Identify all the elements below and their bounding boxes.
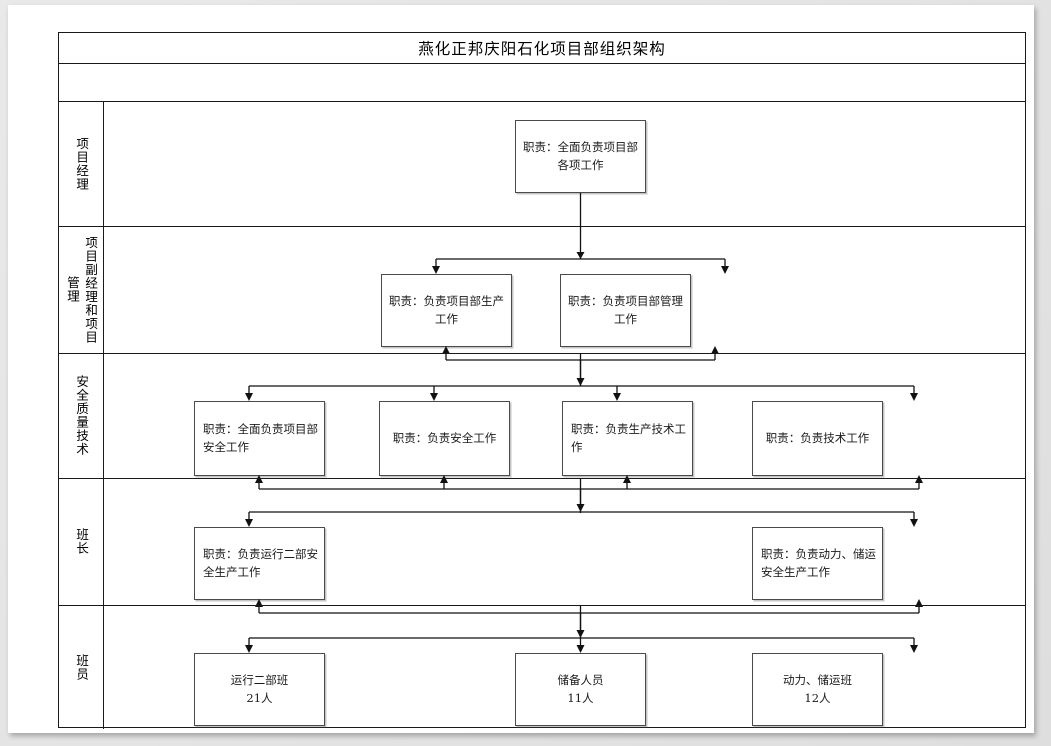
node-power-storage-shift[interactable]: 动力、储运班 12人 — [752, 653, 883, 726]
row-label-project-manager: 项目经理 — [59, 101, 103, 226]
row-label-safety-quality-tech: 安全质量技术 — [59, 353, 103, 478]
label-column-divider — [103, 101, 104, 729]
spacer-row — [59, 63, 1025, 101]
node-tech-duty[interactable]: 职责：负责技术工作 — [752, 401, 883, 476]
org-chart-table: 燕化正邦庆阳石化项目部组织架构 项目经理 职责：全面负责项目部 各项工作 — [58, 32, 1026, 729]
divider-row1 — [59, 226, 1025, 227]
node-text: 职责：负责动力、储运 安全生产工作 — [761, 547, 876, 579]
divider-spacer — [59, 101, 1025, 102]
node-text: 职责：负责生产技术工 作 — [571, 422, 686, 454]
row-label-text: 安全质量技术 — [74, 375, 90, 456]
row-shift-leader: 班长 职责：负责运行二部安 全生产工作 — [59, 478, 1025, 638]
node-text: 职责：负责安全工作 — [392, 430, 497, 445]
node-shift-leader-power-storage-duty[interactable]: 职责：负责动力、储运 安全生产工作 — [752, 527, 883, 600]
node-text: 职责：负责技术工作 — [765, 430, 870, 445]
node-text: 职责：全面负责项目部 各项工作 — [523, 140, 638, 172]
divider-title — [59, 63, 1025, 64]
node-project-manager-duty[interactable]: 职责：全面负责项目部 各项工作 — [515, 120, 646, 193]
row-label-text: 班员 — [74, 653, 90, 681]
divider-row3 — [59, 478, 1025, 479]
divider-row2 — [59, 353, 1025, 354]
node-reserve-personnel[interactable]: 储备人员 11人 — [515, 653, 646, 726]
row-label-text: 项目副经理和项目 管理 — [65, 235, 99, 344]
node-shift-leader-unit2-duty[interactable]: 职责：负责运行二部安 全生产工作 — [194, 527, 325, 600]
node-deputy-management-duty[interactable]: 职责：负责项目部管理 工作 — [560, 274, 691, 347]
row-safety-quality-tech: 安全质量技术 — [59, 353, 1025, 513]
row-label-text: 项目经理 — [74, 136, 90, 191]
row-body-shift-leader: 职责：负责运行二部安 全生产工作 职责：负责动力、储运 安全生产工作 — [103, 478, 1025, 638]
node-text: 运行二部班 21人 — [230, 673, 289, 705]
node-production-tech-duty[interactable]: 职责：负责生产技术工 作 — [562, 401, 693, 476]
row-shift-member: 班员 运行二部班 21人 — [59, 605, 1025, 729]
node-text: 职责：负责项目部管理 工作 — [568, 294, 683, 326]
node-text: 职责：负责项目部生产 工作 — [389, 294, 504, 326]
row-deputy-manager: 项目副经理和项目 管理 职责：负责项目部生产 — [59, 226, 1025, 386]
node-text: 储备人员 11人 — [557, 673, 604, 705]
page-title: 燕化正邦庆阳石化项目部组织架构 — [418, 40, 666, 58]
row-body-shift-member: 运行二部班 21人 储备人员 11人 动力、储运班 12人 — [103, 605, 1025, 729]
node-safety-duty[interactable]: 职责：负责安全工作 — [379, 401, 510, 476]
row-body-safety-quality-tech: 职责：全面负责项目部 安全工作 职责：负责安全工作 职责：负责生产技术工 作 职… — [103, 353, 1025, 513]
row-label-shift-leader: 班长 — [59, 478, 103, 605]
node-safety-overall-duty[interactable]: 职责：全面负责项目部 安全工作 — [194, 401, 325, 476]
node-text: 职责：全面负责项目部 安全工作 — [203, 422, 318, 454]
divider-row4 — [59, 605, 1025, 606]
row-body-project-manager: 职责：全面负责项目部 各项工作 — [103, 101, 1025, 226]
row-label-shift-member: 班员 — [59, 605, 103, 729]
node-text: 职责：负责运行二部安 全生产工作 — [203, 547, 318, 579]
node-text: 动力、储运班 12人 — [783, 673, 852, 705]
row-label-text: 班长 — [74, 528, 90, 555]
chart-title-cell: 燕化正邦庆阳石化项目部组织架构 — [59, 33, 1025, 63]
node-unit2-shift[interactable]: 运行二部班 21人 — [194, 653, 325, 726]
row-label-deputy-manager: 项目副经理和项目 管理 — [59, 226, 103, 353]
node-deputy-production-duty[interactable]: 职责：负责项目部生产 工作 — [381, 274, 512, 347]
row-project-manager: 项目经理 职责：全面负责项目部 各项工作 — [59, 101, 1025, 226]
row-body-deputy-manager: 职责：负责项目部生产 工作 职责：负责项目部管理 工作 — [103, 226, 1025, 386]
page-sheet: 燕化正邦庆阳石化项目部组织架构 项目经理 职责：全面负责项目部 各项工作 — [8, 5, 1034, 733]
